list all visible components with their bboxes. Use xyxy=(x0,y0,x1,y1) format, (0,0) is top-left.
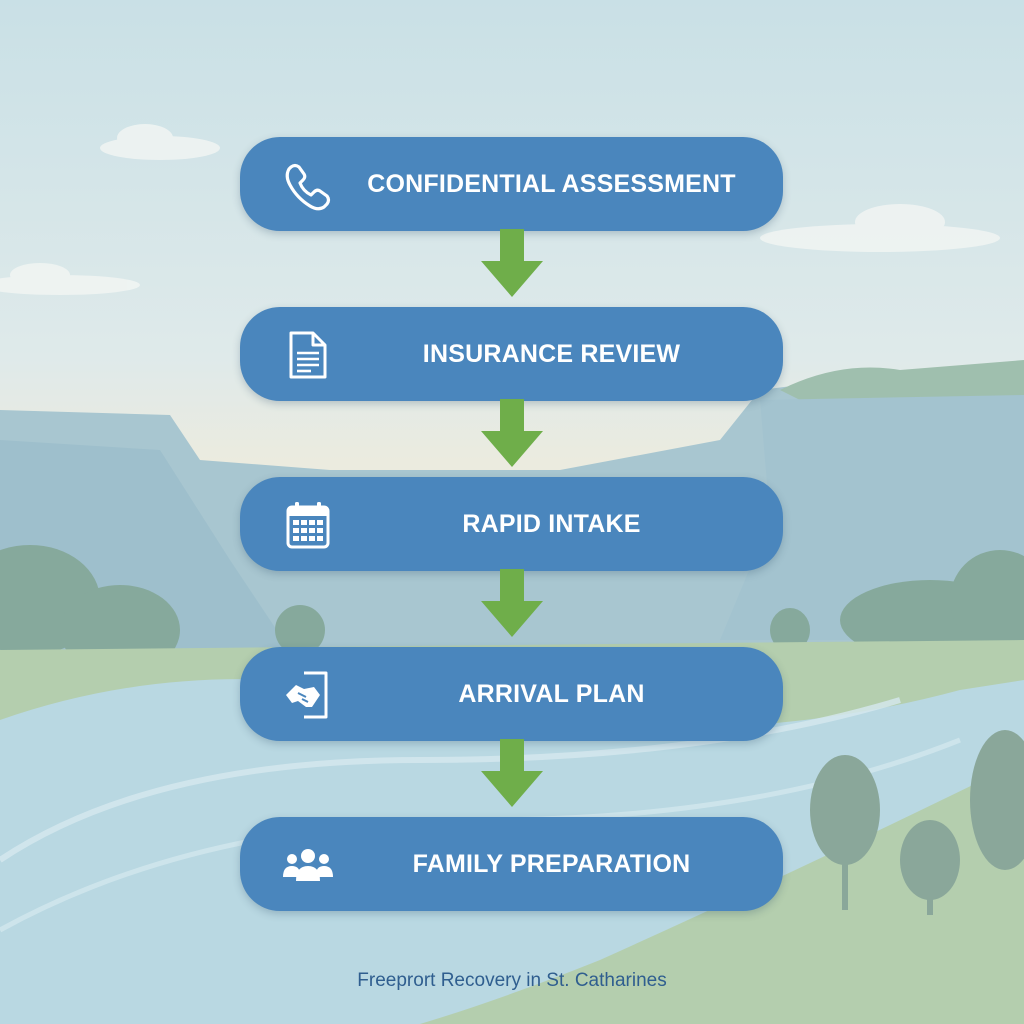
step-label: INSURANCE REVIEW xyxy=(422,339,681,368)
phone-icon xyxy=(280,157,336,213)
calendar-icon xyxy=(280,497,336,553)
step-rapid-intake: RAPID INTAKE xyxy=(240,477,783,571)
step-confidential-assessment: CONFIDENTIAL ASSESSMENT xyxy=(240,137,783,231)
down-arrow xyxy=(481,229,543,297)
down-arrow xyxy=(481,739,543,807)
step-label: FAMILY PREPARATION xyxy=(412,849,691,878)
footer-caption: Freeprort Recovery in St. Catharines xyxy=(357,970,667,991)
step-label: CONFIDENTIAL ASSESSMENT xyxy=(367,169,736,198)
step-label: RAPID INTAKE xyxy=(462,509,641,538)
step-arrival-plan: ARRIVAL PLAN xyxy=(240,647,783,741)
down-arrow xyxy=(481,569,543,637)
step-insurance-review: INSURANCE REVIEW xyxy=(240,307,783,401)
document-icon xyxy=(280,327,336,383)
handshake-door-icon xyxy=(280,667,336,723)
family-icon xyxy=(280,837,336,893)
down-arrow xyxy=(481,399,543,467)
step-family-preparation: FAMILY PREPARATION xyxy=(240,817,783,911)
step-label: ARRIVAL PLAN xyxy=(458,679,645,708)
